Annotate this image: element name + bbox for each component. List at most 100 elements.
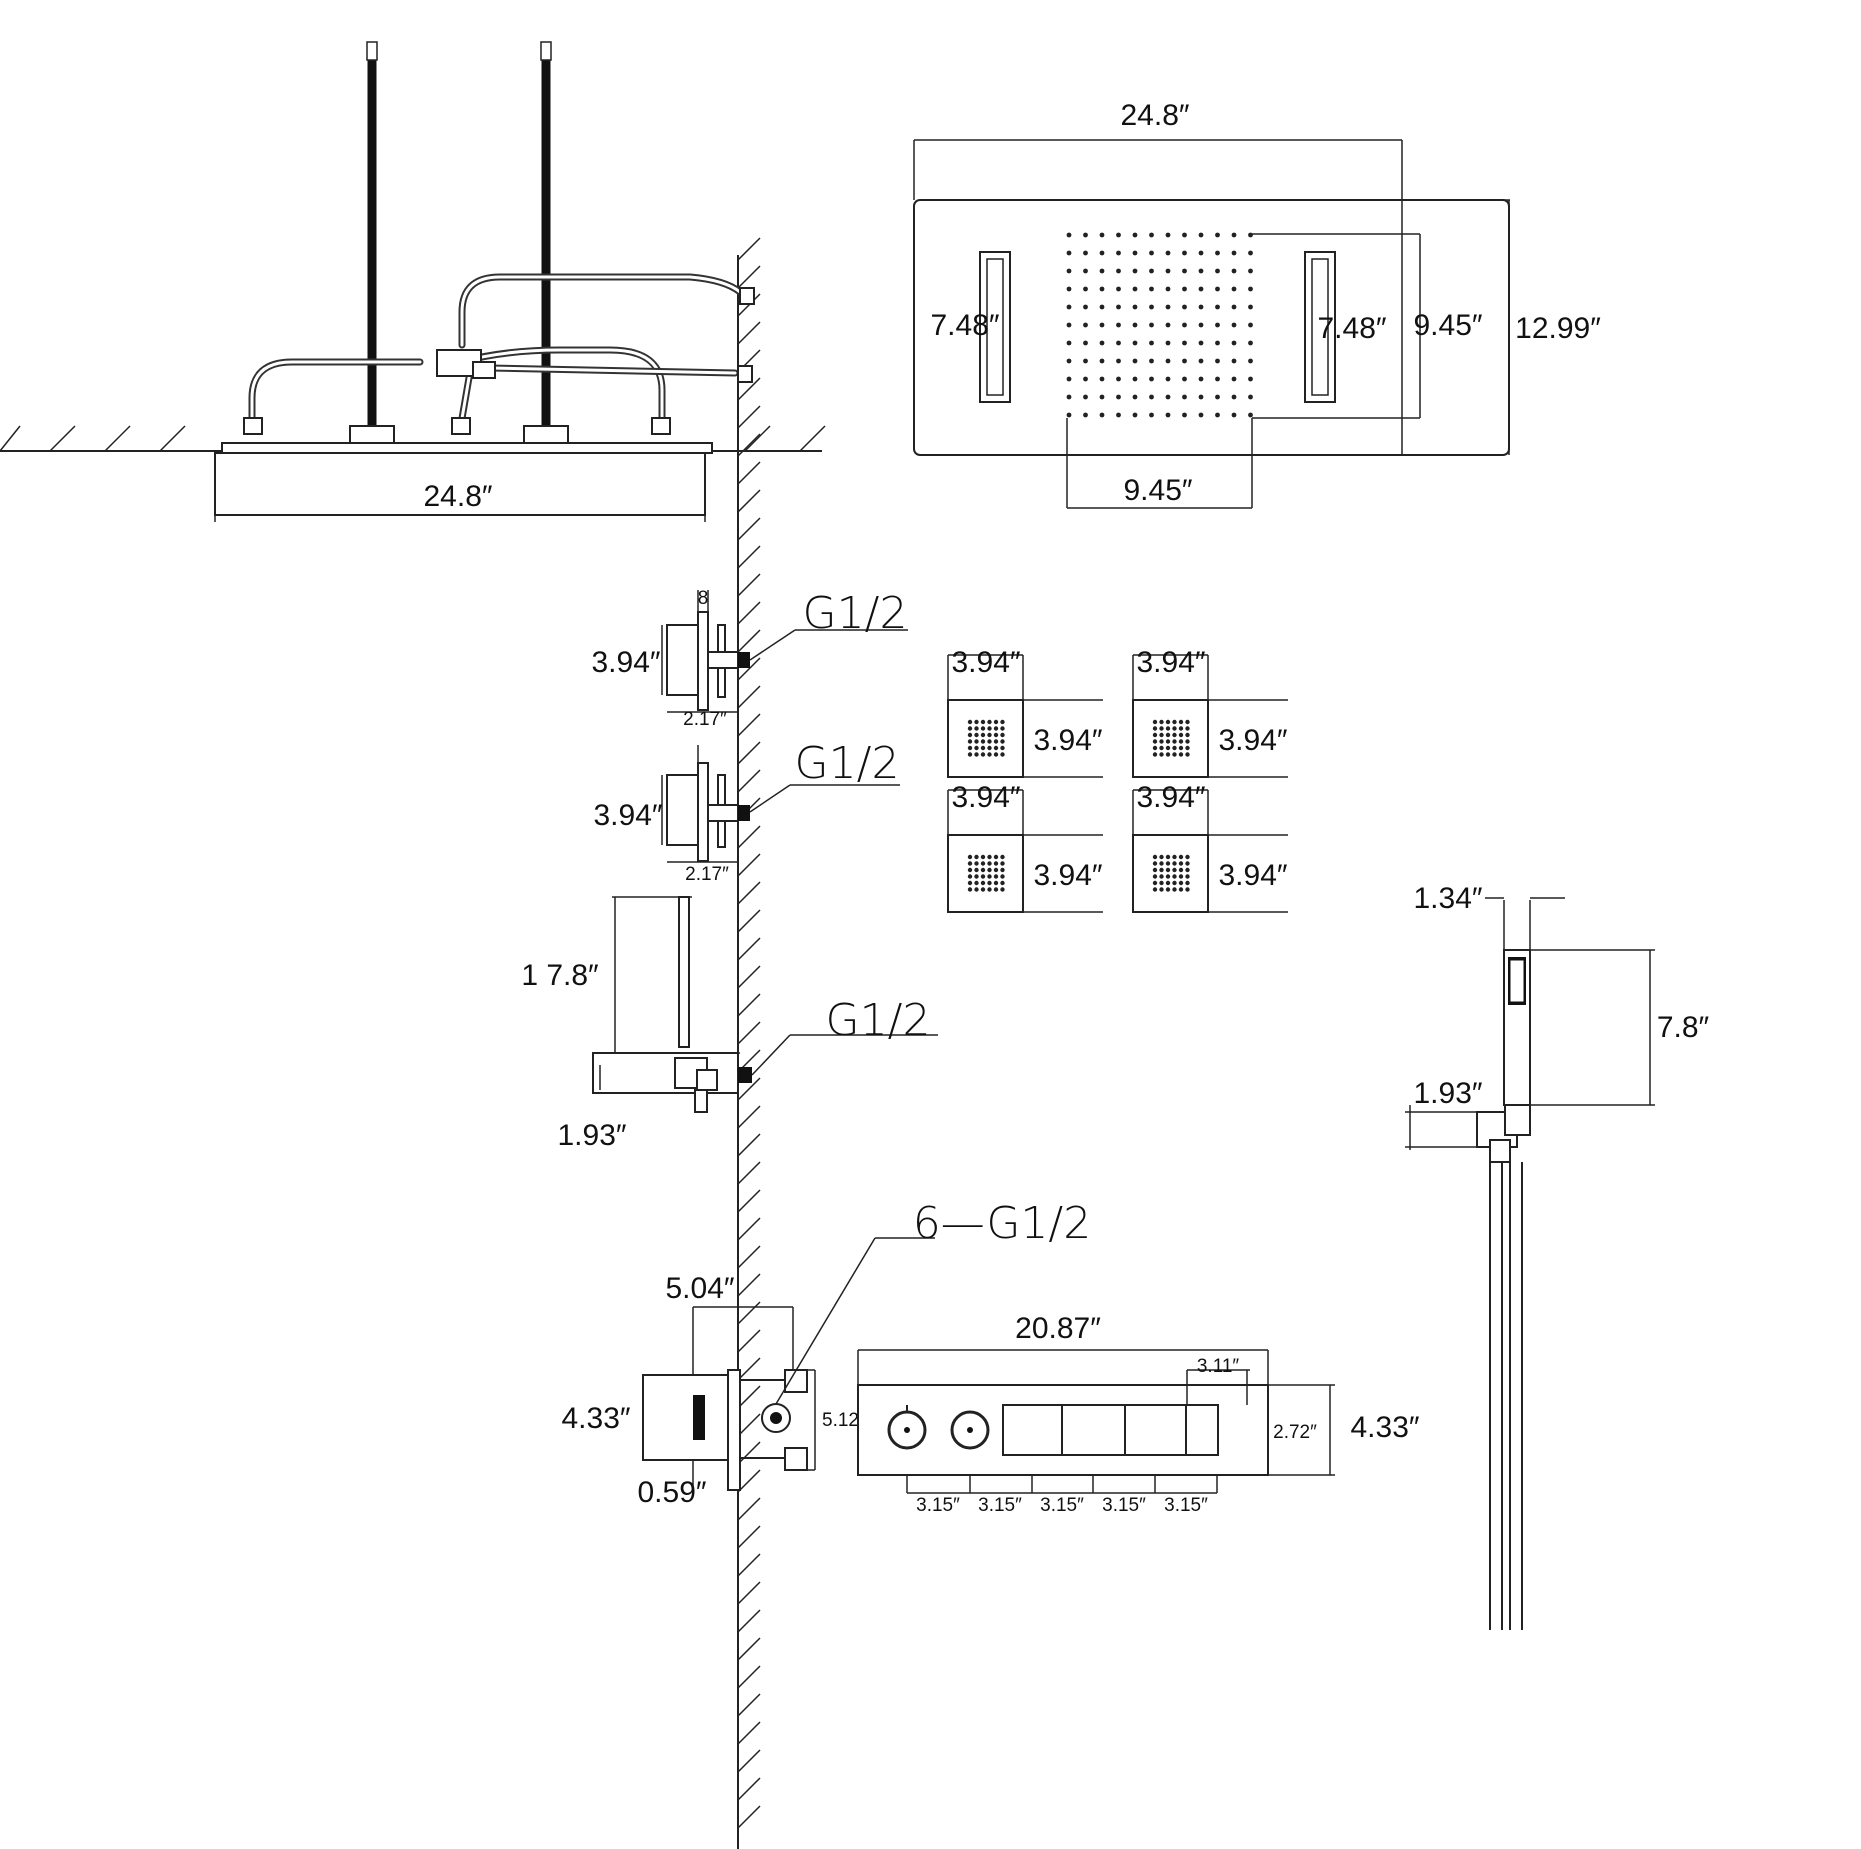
jet-nozzle (974, 861, 979, 866)
rain-nozzle (1198, 250, 1204, 256)
body-jet-side-view-2: 3.94″ 2.17″ G1/2 (593, 738, 900, 885)
rain-nozzle (1083, 268, 1088, 274)
wall-hatch-line (737, 1245, 761, 1269)
jet-nozzle (987, 887, 992, 892)
jet-nozzle (980, 719, 986, 725)
ceiling-hatching (0, 425, 826, 452)
jet-width-label: 3.94″ (1136, 781, 1205, 814)
wall-hatch-line (737, 1805, 761, 1829)
rain-nozzle (1066, 250, 1072, 256)
rain-nozzle (1083, 232, 1088, 238)
jet-nozzle (993, 861, 999, 866)
jet-nozzle (1185, 880, 1190, 886)
jet-nozzle (1000, 880, 1005, 886)
rain-nozzle (1132, 358, 1138, 364)
jet-nozzle (993, 726, 999, 731)
jet-nozzle (1000, 887, 1005, 892)
rain-nozzle (1116, 286, 1121, 292)
jet-nozzle (1178, 752, 1184, 757)
rain-nozzle (1231, 340, 1237, 346)
jet-nozzle (1165, 726, 1171, 731)
wall-hatch-line (737, 1553, 761, 1577)
valve-connector-label: 5.12″ (822, 1410, 866, 1431)
body-jet-front-4: 3.94″3.94″ (1132, 781, 1288, 913)
rain-nozzle (1248, 286, 1253, 292)
wall-hatch-line (737, 685, 761, 709)
spacing-label: 3.15″ (916, 1495, 960, 1516)
jet-nozzle (967, 752, 973, 757)
rain-nozzle (1248, 232, 1253, 238)
rain-nozzle (1083, 304, 1088, 310)
jet-nozzle (1000, 854, 1005, 860)
wall-hatch-line (737, 1441, 761, 1465)
rain-nozzle (1198, 412, 1204, 418)
rain-nozzle (1182, 250, 1187, 256)
jet-width-label: 3.94″ (951, 781, 1020, 814)
jet-nozzle (974, 887, 979, 892)
holder-base-label: 1.93″ (1413, 1077, 1482, 1110)
rain-nozzle (1083, 250, 1088, 256)
jet-nozzle (987, 745, 992, 751)
handheld-side-view: 1 7.8″ 1.93″ G1/2 (521, 896, 938, 1152)
wall-hatch-line (737, 1469, 761, 1493)
jet-nozzle (1185, 867, 1190, 873)
jet-nozzle (980, 726, 986, 731)
jet-nozzle (967, 739, 973, 744)
rain-nozzle (1165, 304, 1171, 310)
jet-nozzle (1000, 874, 1005, 879)
rain-nozzle (1248, 268, 1253, 274)
spacing-label: 3.15″ (1164, 1495, 1208, 1516)
jet-nozzle (1185, 739, 1190, 744)
wall-hatching (737, 237, 761, 1829)
rain-nozzle (1132, 322, 1138, 328)
rain-nozzle (1132, 268, 1138, 274)
rain-nozzle (1215, 268, 1220, 274)
rain-nozzle (1215, 304, 1220, 310)
rain-nozzle (1248, 340, 1253, 346)
jet-nozzle (980, 867, 986, 873)
jet-nozzle (993, 745, 999, 751)
jet-nozzle (1159, 880, 1164, 886)
rain-nozzle (1099, 268, 1105, 274)
wall-hatch-line (737, 1189, 761, 1213)
rain-nozzle (1149, 322, 1154, 328)
jet-nozzle (980, 745, 986, 751)
wall-hatch-line (737, 1721, 761, 1745)
jet-nozzle (1185, 874, 1190, 879)
rain-nozzle (1099, 376, 1105, 382)
rain-nozzle (1132, 394, 1138, 400)
jet-nozzle (1165, 732, 1171, 738)
rain-nozzle (1132, 376, 1138, 382)
rain-nozzle (1165, 286, 1171, 292)
wall-hatch-line (737, 1217, 761, 1241)
rain-nozzle (1099, 250, 1105, 256)
rain-nozzle (1116, 232, 1121, 238)
rain-nozzle (1248, 394, 1253, 400)
wall-hatch-line (737, 433, 761, 457)
rain-nozzle-grid (1066, 232, 1253, 418)
rain-nozzle (1165, 376, 1171, 382)
wall-hatch-line (737, 1105, 761, 1129)
wall-hatch-line (737, 573, 761, 597)
rain-nozzle (1149, 340, 1154, 346)
rain-nozzle (1132, 232, 1138, 238)
jet-nozzle (987, 739, 992, 744)
jet-nozzle (993, 880, 999, 886)
rain-nozzle (1083, 376, 1088, 382)
rain-nozzle (1215, 340, 1220, 346)
jet-nozzle (1172, 719, 1177, 725)
rain-nozzle (1116, 322, 1121, 328)
rain-nozzle (1116, 340, 1121, 346)
jet-nozzle (1000, 739, 1005, 744)
wall-hatch-line (737, 1077, 761, 1101)
jet-nozzle (1178, 739, 1184, 744)
rain-nozzle (1248, 322, 1253, 328)
rain-nozzle (1215, 358, 1220, 364)
rain-nozzle (1165, 268, 1171, 274)
wall-hatch-line (737, 461, 761, 485)
valve-offset-label: 0.59″ (637, 1476, 706, 1509)
jet-nozzle (974, 880, 979, 886)
rain-nozzle (1198, 304, 1204, 310)
jet-nozzle (1178, 867, 1184, 873)
rain-nozzle (1215, 232, 1220, 238)
